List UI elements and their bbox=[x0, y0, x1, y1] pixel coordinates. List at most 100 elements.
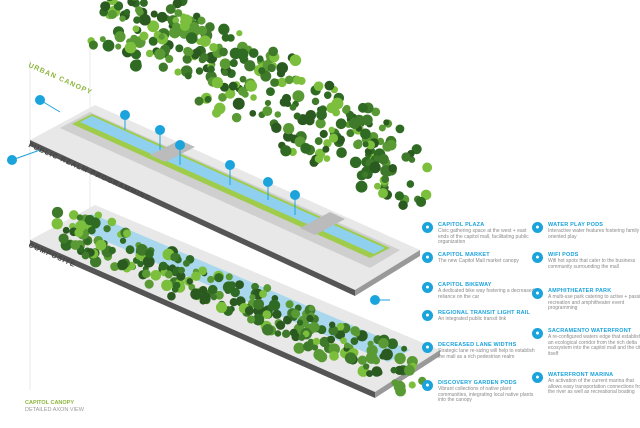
tree bbox=[346, 129, 355, 138]
tree bbox=[343, 342, 350, 349]
tree bbox=[279, 97, 289, 107]
legend-title: WATERFRONT MARINA bbox=[548, 372, 614, 378]
tree bbox=[284, 75, 294, 85]
tree bbox=[123, 8, 131, 16]
tree bbox=[113, 1, 124, 11]
tree bbox=[239, 75, 247, 83]
tree bbox=[293, 342, 305, 354]
legend-desc: A re-configured waters edge that establi… bbox=[548, 334, 640, 357]
tree bbox=[262, 310, 272, 320]
tree bbox=[231, 112, 242, 123]
tree bbox=[127, 0, 136, 7]
tree bbox=[311, 344, 319, 351]
tree bbox=[366, 370, 374, 378]
legend-title: CAPITOL BIKEWAY bbox=[438, 282, 492, 288]
tree bbox=[182, 54, 192, 64]
tree bbox=[344, 352, 357, 364]
callout-marker-icon bbox=[35, 95, 45, 105]
tree bbox=[361, 171, 369, 178]
tree bbox=[281, 329, 291, 338]
tree bbox=[336, 322, 345, 331]
tree bbox=[124, 41, 137, 54]
tree bbox=[332, 108, 341, 117]
tree bbox=[323, 155, 331, 162]
tree bbox=[355, 180, 368, 193]
callout-marker-icon bbox=[290, 190, 300, 200]
tree bbox=[262, 106, 273, 117]
tree bbox=[319, 336, 330, 348]
tree bbox=[411, 144, 422, 155]
tree bbox=[115, 43, 122, 50]
legend-title: DECREASED LANE WIDTHS bbox=[438, 342, 517, 348]
tree bbox=[110, 262, 120, 272]
legend-desc: The new Capitol Mall market canopy bbox=[438, 258, 519, 264]
tree bbox=[144, 279, 154, 289]
tree bbox=[381, 348, 393, 361]
tree bbox=[228, 281, 236, 289]
tree bbox=[385, 139, 397, 151]
tree bbox=[274, 111, 282, 118]
tree bbox=[353, 139, 363, 150]
tree bbox=[377, 188, 388, 199]
tree bbox=[292, 90, 305, 103]
tree bbox=[268, 46, 279, 57]
tree bbox=[348, 117, 361, 129]
tree bbox=[211, 76, 224, 89]
tree bbox=[371, 366, 383, 377]
tree bbox=[68, 210, 79, 220]
legend-title: CAPITOL PLAZA bbox=[438, 222, 485, 228]
tree bbox=[184, 72, 192, 80]
tree bbox=[199, 35, 211, 47]
tree bbox=[420, 189, 432, 201]
legend-title: SACRAMENTO WATERFRONT bbox=[548, 328, 632, 334]
callout-marker-icon bbox=[155, 125, 165, 135]
tree bbox=[331, 97, 344, 110]
tree bbox=[176, 271, 186, 281]
tree bbox=[210, 293, 218, 301]
tree bbox=[329, 351, 339, 361]
tree bbox=[108, 246, 116, 255]
tree bbox=[196, 38, 203, 45]
callout-marker-icon bbox=[175, 140, 185, 150]
tree bbox=[88, 40, 98, 50]
tree bbox=[353, 329, 361, 337]
tree bbox=[267, 63, 276, 73]
callout-marker-icon bbox=[7, 155, 17, 165]
tree bbox=[70, 240, 81, 250]
tree bbox=[256, 55, 264, 62]
legend-title: REGIONAL TRANSIT LIGHT RAIL bbox=[438, 310, 531, 316]
tree bbox=[103, 225, 111, 233]
tree bbox=[100, 1, 111, 12]
tree bbox=[360, 128, 371, 140]
tree bbox=[207, 65, 215, 73]
tree bbox=[87, 226, 96, 235]
tree bbox=[192, 48, 202, 58]
tree bbox=[218, 23, 230, 35]
tree bbox=[229, 59, 238, 68]
tree bbox=[132, 0, 137, 2]
tree bbox=[374, 182, 381, 190]
composite-trees bbox=[51, 206, 427, 397]
tree bbox=[199, 52, 209, 62]
tree bbox=[314, 154, 324, 164]
tree bbox=[117, 259, 129, 271]
tree bbox=[107, 9, 118, 20]
tree bbox=[363, 363, 370, 370]
tree bbox=[178, 266, 185, 274]
tree bbox=[148, 36, 158, 46]
wifi-icon: ● bbox=[532, 252, 543, 263]
callout-marker-icon bbox=[225, 160, 235, 170]
tree bbox=[306, 314, 314, 323]
tree bbox=[398, 200, 408, 210]
tree bbox=[264, 99, 272, 107]
tree bbox=[198, 266, 208, 276]
tree bbox=[364, 147, 372, 156]
legend-desc: An integrated public transit link bbox=[438, 316, 507, 322]
tree bbox=[170, 252, 179, 262]
tree bbox=[147, 20, 160, 33]
tree bbox=[422, 162, 433, 173]
tree bbox=[298, 334, 306, 341]
tree bbox=[241, 90, 249, 98]
tree bbox=[164, 270, 173, 279]
tree bbox=[361, 114, 373, 126]
